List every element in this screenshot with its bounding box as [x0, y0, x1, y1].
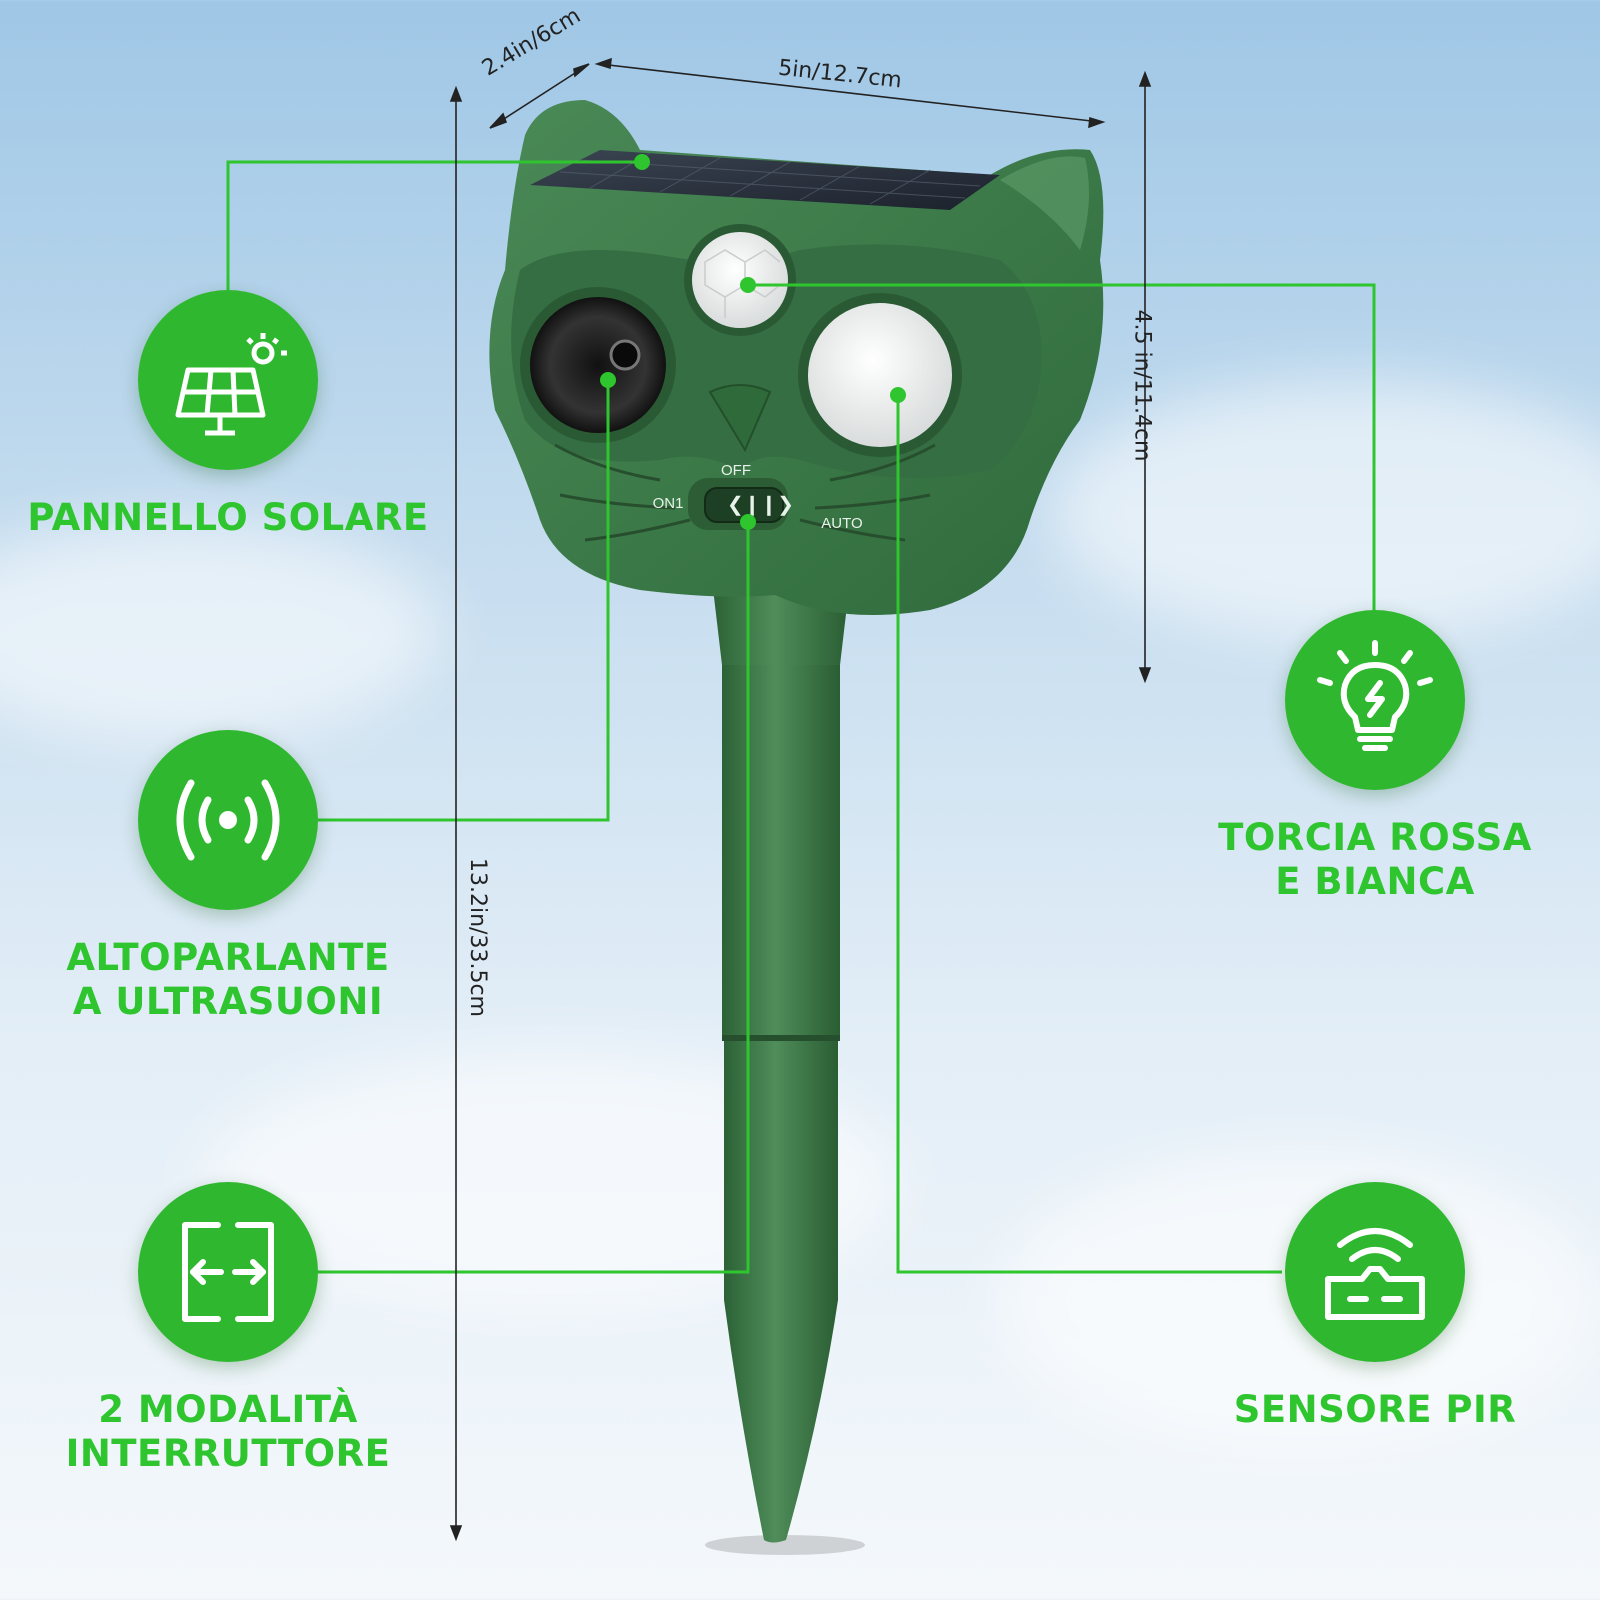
total-height-dimension: 13.2in/33.5cm	[464, 858, 490, 1017]
pir-sensor	[692, 232, 788, 328]
solar-panel-badge	[138, 290, 318, 470]
solar-panel-icon	[175, 333, 287, 436]
torch-label-line2: E BIANCA	[1275, 860, 1475, 903]
light-bulb-icon	[1317, 640, 1433, 751]
callout-lines	[226, 160, 1376, 1274]
feature-torch: TORCIA ROSSA E BIANCA	[1165, 610, 1585, 904]
switch-label-line1: 2 MODALITÀ	[98, 1388, 358, 1431]
pir-label: SENSORE PIR	[1233, 1388, 1517, 1431]
switch-auto-label: AUTO	[821, 515, 862, 532]
pir-sensor-icon	[1325, 1228, 1425, 1320]
ultrasonic-speaker	[530, 297, 666, 433]
switch-label-line2: INTERRUTTORE	[65, 1432, 391, 1475]
feature-ultrasonic-speaker: ALTOPARLANTE A ULTRASUONI	[18, 730, 438, 1024]
speaker-badge	[138, 730, 318, 910]
feature-switch-modes: 2 MODALITÀ INTERRUTTORE	[18, 1182, 438, 1476]
speaker-label-line1: ALTOPARLANTE	[66, 936, 390, 979]
svg-text:❮❙❙❯: ❮❙❙❯	[727, 494, 794, 516]
switch-mode-icon	[182, 1222, 274, 1322]
callout-dots	[600, 154, 906, 530]
pir-badge	[1285, 1182, 1465, 1362]
feature-pir-sensor: SENSORE PIR	[1165, 1182, 1585, 1432]
cloud	[0, 520, 440, 740]
feature-solar-panel: PANNELLO SOLARE	[18, 290, 438, 540]
ultrasonic-speaker-icon	[176, 779, 280, 861]
speaker-label-line2: A ULTRASUONI	[72, 980, 384, 1023]
switch-badge	[138, 1182, 318, 1362]
torch-label-line1: TORCIA ROSSA	[1218, 816, 1532, 859]
switch-off-label: OFF	[721, 462, 751, 479]
switch-on-label: ON1	[653, 495, 684, 512]
device-head: ❮❙❙❯ OFF ON1 AUTO	[489, 100, 1104, 615]
head-height-dimension: 4.5 in/11.4cm	[1129, 309, 1155, 462]
dimension-lines	[449, 57, 1152, 1542]
ground-shadow	[705, 1535, 865, 1555]
stake	[712, 580, 850, 1543]
solar-panel-label: PANNELLO SOLARE	[27, 496, 429, 539]
torch-badge	[1285, 610, 1465, 790]
red-white-torch	[808, 303, 952, 447]
cloud	[1050, 380, 1600, 640]
